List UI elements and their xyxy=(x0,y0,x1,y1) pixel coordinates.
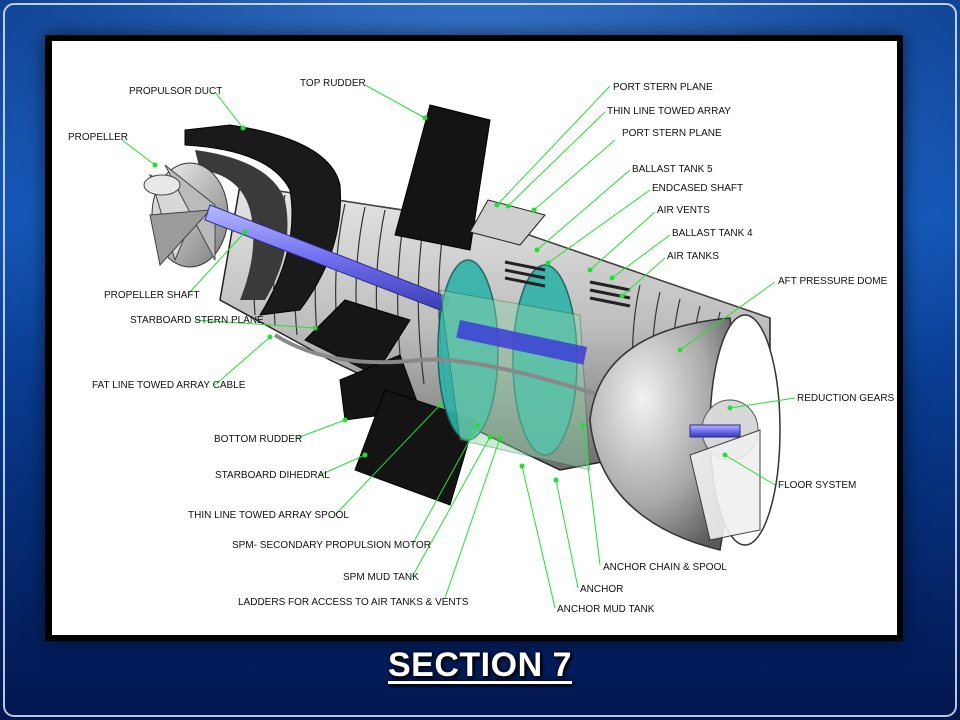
leader-propeller xyxy=(121,139,158,168)
leader-spm-secondary-propulsion-motor xyxy=(411,422,481,546)
leader-propulsor-duct xyxy=(214,91,246,131)
leader-top-rudder xyxy=(364,84,428,121)
submarine-section-diagram: PROPULSOR DUCT TOP RUDDER PORT STERN PLA… xyxy=(68,78,895,615)
leader-lines xyxy=(121,84,796,609)
label-anchor: ANCHOR xyxy=(580,584,623,595)
leader-aft-pressure-dome xyxy=(677,281,776,353)
aft-pressure-dome-shape xyxy=(589,314,781,551)
leader-propeller-shaft xyxy=(187,229,248,295)
label-propeller: PROPELLER xyxy=(68,132,128,143)
leader-fat-line-towed-array-cable xyxy=(214,334,273,386)
label-thin-line-towed-array: THIN LINE TOWED ARRAY xyxy=(607,106,731,117)
towed-array-cable xyxy=(273,333,631,407)
leader-ballast-tank-5 xyxy=(534,169,631,253)
leader-thin-line-towed-array xyxy=(505,111,606,209)
leader-ballast-tank-4 xyxy=(609,234,671,281)
leader-anchor-chain-spool xyxy=(580,422,601,566)
label-port-stern-plane: PORT STERN PLANE xyxy=(622,128,722,139)
propeller-shape xyxy=(143,162,229,268)
label-starboard-dihedral: STARBOARD DIHEDRAL xyxy=(215,470,330,481)
air-tank-coils xyxy=(504,260,631,308)
section-title: SECTION 7 xyxy=(388,646,572,684)
leader-anchor xyxy=(553,477,579,589)
leader-port-stern-plane-top xyxy=(494,85,611,208)
port-stern-plane-shape xyxy=(469,199,546,246)
label-anchor-chain-spool: ANCHOR CHAIN & SPOOL xyxy=(603,562,727,573)
leader-anchor-mud-tank xyxy=(519,463,556,609)
diagram-labels: PROPULSOR DUCT TOP RUDDER PORT STERN PLA… xyxy=(68,78,895,615)
label-ballast-tank-5: BALLAST TANK 5 xyxy=(632,164,713,175)
label-thin-line-towed-array-spool: THIN LINE TOWED ARRAY SPOOL xyxy=(188,510,349,521)
label-starboard-stern-plane: STARBOARD STERN PLANE xyxy=(130,315,264,326)
leader-bottom-rudder xyxy=(296,417,348,439)
leader-starboard-dihedral xyxy=(319,452,368,476)
diagram-panel: PROPULSOR DUCT TOP RUDDER PORT STERN PLA… xyxy=(52,41,897,635)
leader-thin-line-towed-array-spool xyxy=(334,402,443,516)
label-aft-pressure-dome: AFT PRESSURE DOME xyxy=(778,276,888,287)
leader-port-stern-plane xyxy=(531,139,616,213)
leader-endcased-shaft xyxy=(545,189,651,266)
label-port-stern-plane-top: PORT STERN PLANE xyxy=(613,82,713,93)
submarine-illustration xyxy=(143,104,781,551)
label-top-rudder: TOP RUDDER xyxy=(300,78,366,89)
label-anchor-mud-tank: ANCHOR MUD TANK xyxy=(557,604,655,615)
label-ladders-access: LADDERS FOR ACCESS TO AIR TANKS & VENTS xyxy=(238,597,469,608)
top-rudder-shape xyxy=(394,104,491,251)
label-endcased-shaft: ENDCASED SHAFT xyxy=(652,183,743,194)
leader-air-tanks xyxy=(619,257,666,299)
leader-starboard-stern-plane xyxy=(194,319,318,331)
leader-floor-system xyxy=(722,452,776,486)
label-propulsor-duct: PROPULSOR DUCT xyxy=(129,86,222,97)
leader-spm-mud-tank xyxy=(411,434,493,578)
label-port-stern-plane-line: PORT STERN PLANE xyxy=(622,128,722,139)
label-air-vents: AIR VENTS xyxy=(657,205,710,216)
label-fat-line-towed-array-cable: FAT LINE TOWED ARRAY CABLE xyxy=(92,380,246,391)
label-reduction-gears: REDUCTION GEARS xyxy=(797,393,895,404)
label-spm-secondary-propulsion-motor: SPM- SECONDARY PROPULSION MOTOR xyxy=(232,540,431,551)
leader-ladders-access xyxy=(444,435,503,599)
leader-reduction-gears xyxy=(727,397,796,411)
label-spm-mud-tank: SPM MUD TANK xyxy=(343,572,419,583)
starboard-stern-plane-shape xyxy=(304,299,411,376)
label-propeller-shaft: PROPELLER SHAFT xyxy=(104,290,200,301)
label-air-tanks: AIR TANKS xyxy=(667,251,719,262)
label-bottom-rudder: BOTTOM RUDDER xyxy=(214,434,302,445)
label-ballast-tank-4: BALLAST TANK 4 xyxy=(672,228,753,239)
propulsor-duct-shape xyxy=(184,124,341,316)
leader-air-vents xyxy=(587,211,656,273)
label-floor-system: FLOOR SYSTEM xyxy=(778,480,856,491)
